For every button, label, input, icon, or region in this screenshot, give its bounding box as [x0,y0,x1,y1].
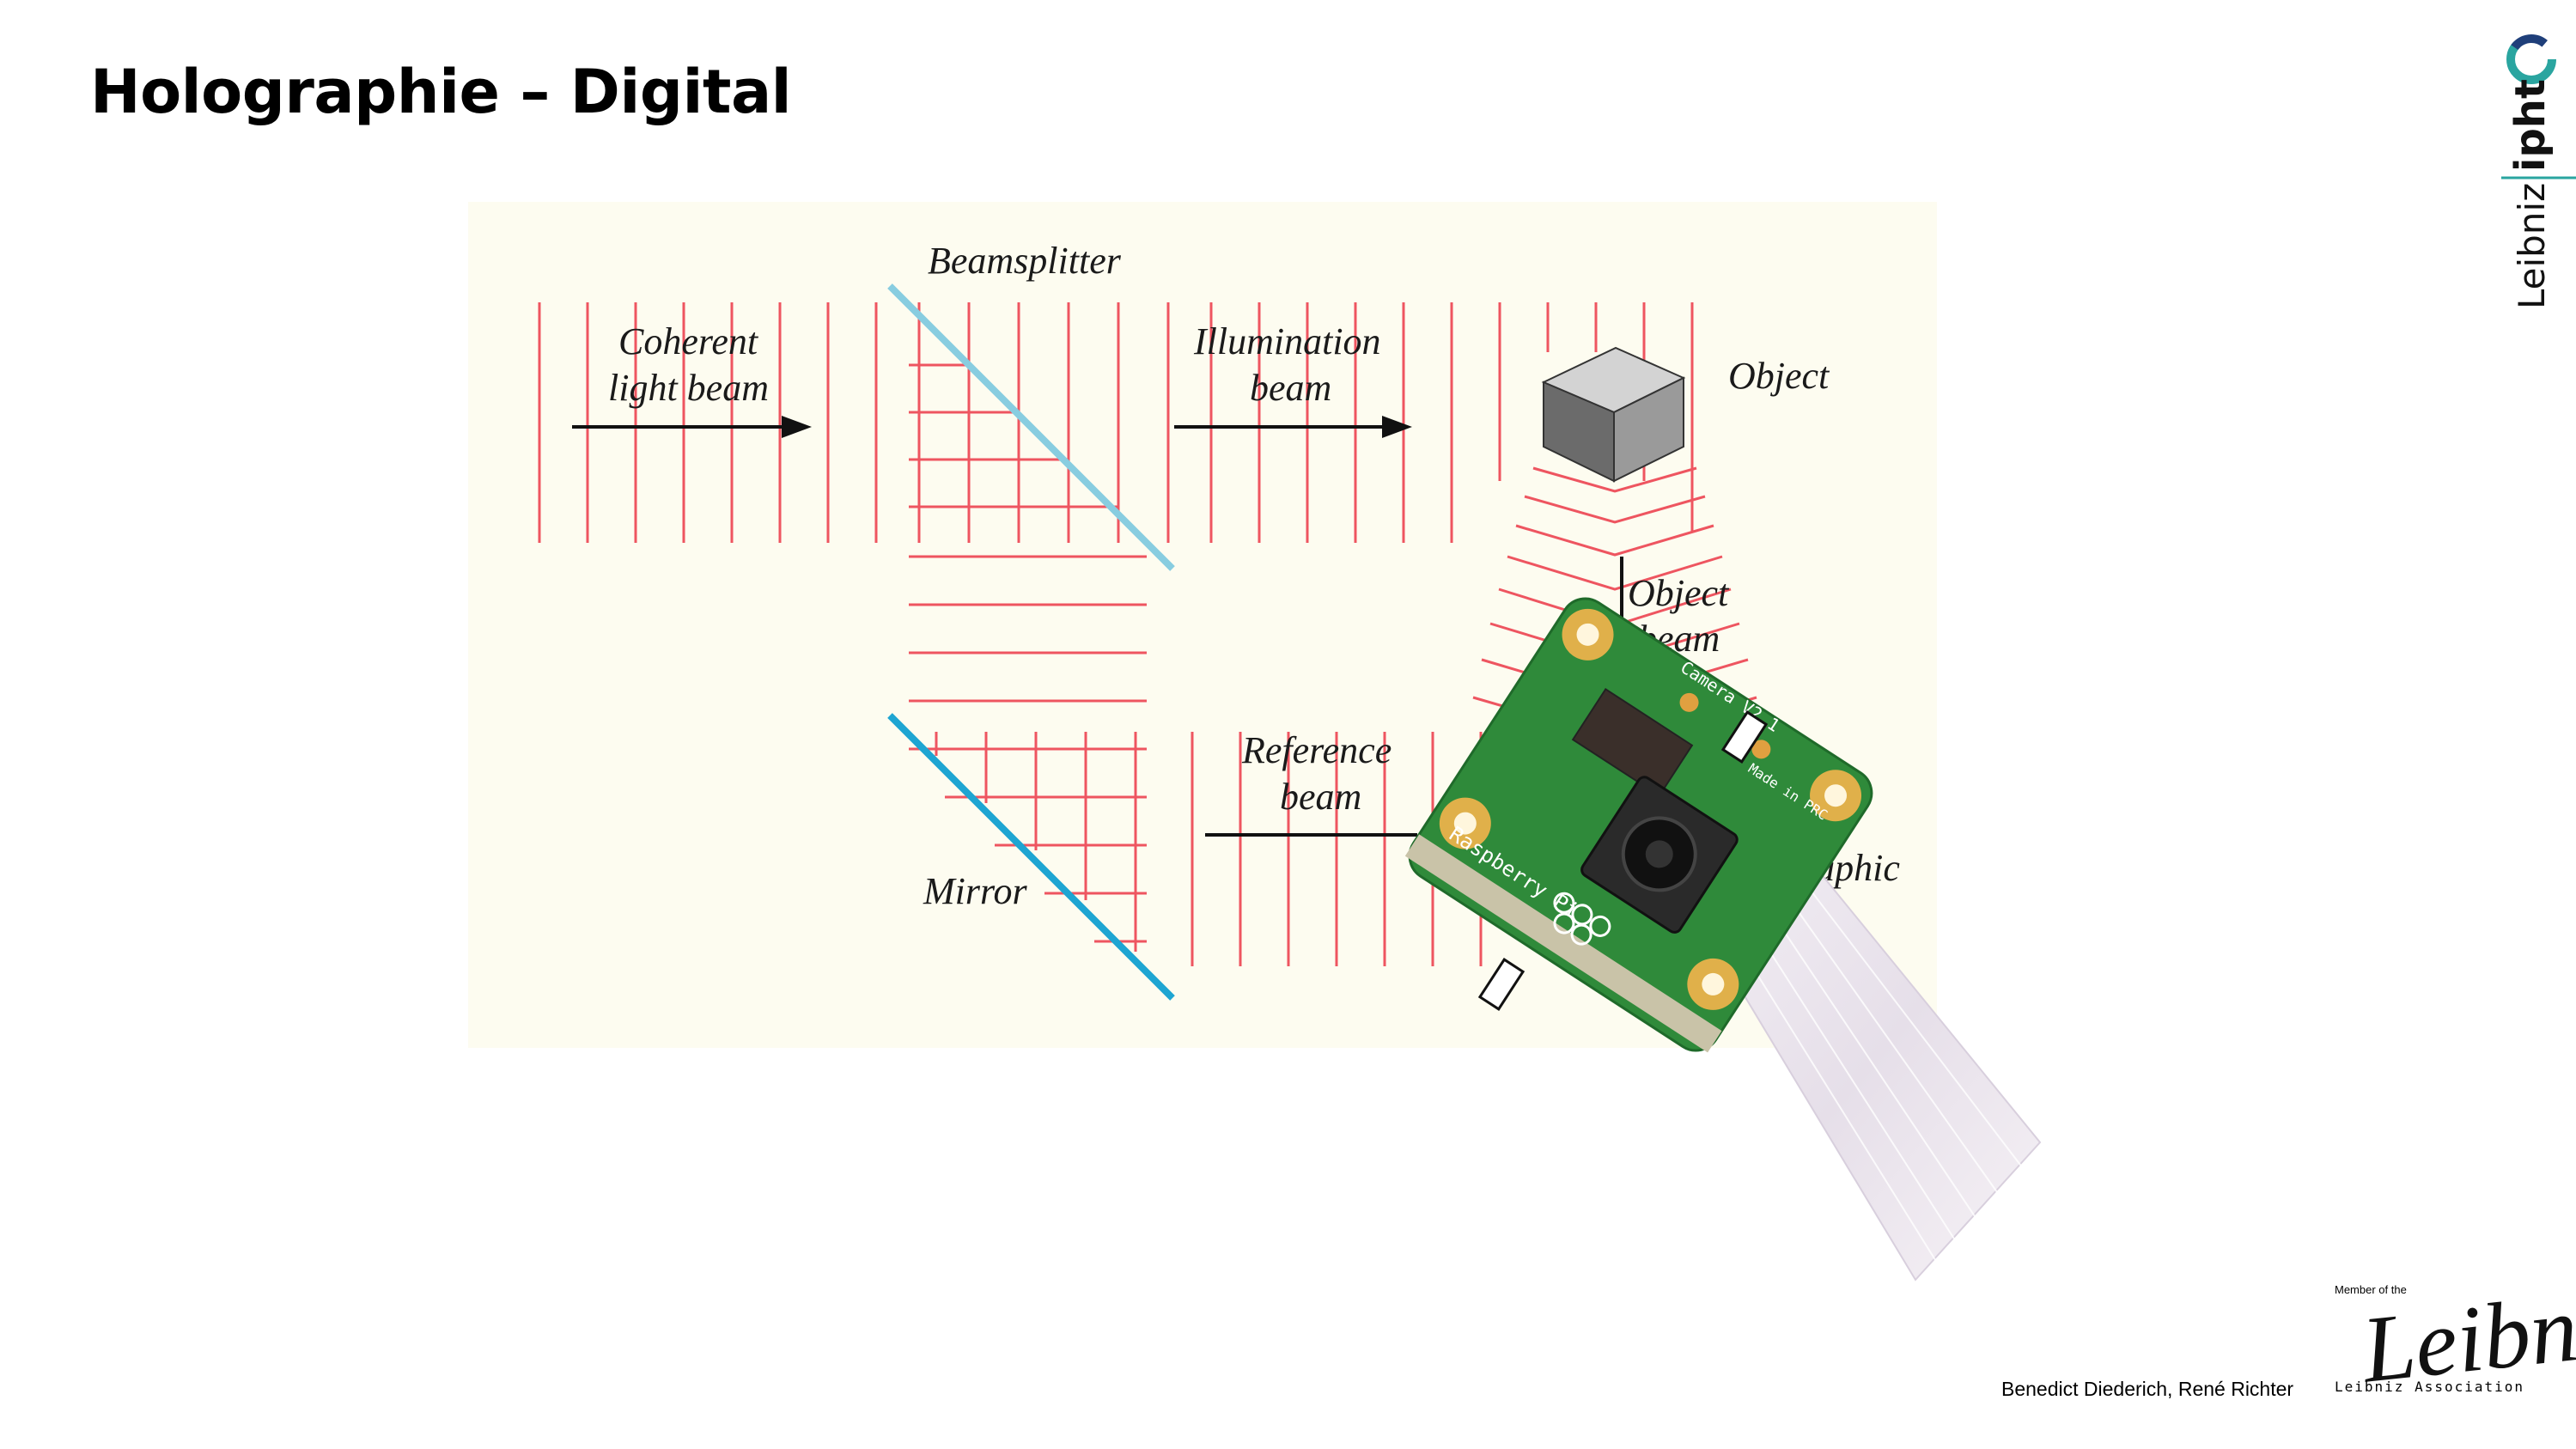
beamsplitter [887,283,1175,571]
mirror [887,713,1175,1001]
arrows [572,416,1623,837]
leibniz-logo-text: Leibniz [2511,183,2553,309]
ipht-logo-text: ipht [2506,79,2555,172]
object-cube [1541,346,1686,483]
coherent-wavefronts [538,302,878,543]
label-object-beam-1: Object [1628,572,1730,614]
page-title: Holographie – Digital [90,57,792,127]
reflected-wavefronts [909,555,1147,703]
label-illumination-1: Illumination [1193,320,1381,362]
leibniz-association-text: Leibniz Association [2335,1379,2525,1395]
label-reference-2: beam [1280,776,1361,818]
beamsplitter-grid [909,302,1170,543]
leibniz-member-text: Member of the [2335,1283,2407,1296]
label-illumination-2: beam [1250,367,1331,409]
raspberry-pi-logo-icon [1553,892,1611,946]
label-object: Object [1728,355,1830,397]
label-coherent-2: light beam [608,367,769,409]
label-mirror: Mirror [923,870,1027,912]
ipht-logo-icon [2506,34,2556,84]
label-beamsplitter: Beamsplitter [928,240,1122,282]
ipht-logo: ipht Leibniz [2501,34,2576,309]
camera-module: Camera V2.1 Raspberry Pi Made in PRC [1404,597,2042,1282]
label-coherent-1: Coherent [618,320,759,362]
footer-authors: Benedict Diederich, René Richter [2001,1378,2294,1400]
label-reference-1: Reference [1241,729,1392,771]
